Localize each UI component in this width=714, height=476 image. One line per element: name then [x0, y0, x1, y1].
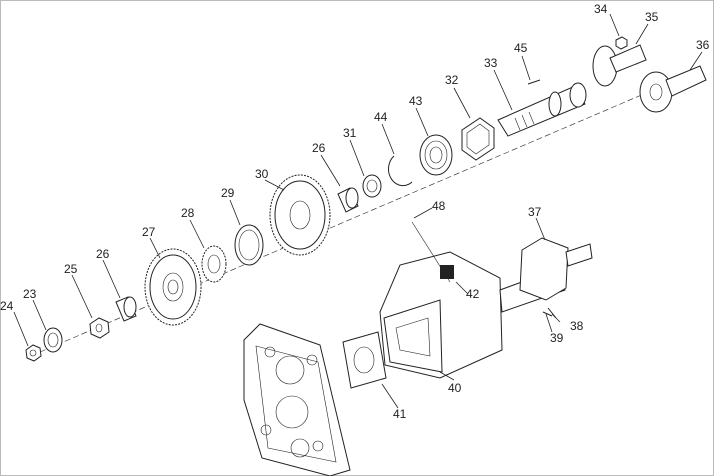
part-number-labels: 24 23 25 26 27 28 29 30 26 31 44 43 32 3…: [0, 2, 710, 421]
part-23-bearing: [43, 327, 63, 353]
label-38: 38: [570, 319, 584, 333]
part-37-cover: [519, 237, 593, 301]
label-26-lower: 26: [96, 247, 110, 261]
label-29: 29: [221, 186, 235, 200]
label-45: 45: [514, 41, 528, 55]
base-plate: [243, 323, 351, 476]
part-45-bolt: [527, 79, 541, 85]
part-33-shaft: [497, 82, 587, 137]
label-28: 28: [181, 206, 195, 220]
label-36: 36: [696, 38, 710, 52]
label-40: 40: [448, 381, 462, 395]
label-24: 24: [0, 299, 14, 313]
label-32: 32: [445, 73, 459, 87]
logo-plate: [440, 265, 454, 279]
label-39: 39: [550, 331, 564, 345]
label-35: 35: [645, 10, 659, 24]
label-27: 27: [142, 225, 156, 239]
part-26-bushing-upper: [337, 187, 359, 213]
part-35-flange: [592, 44, 647, 87]
part-24-nut: [25, 344, 42, 362]
part-43-bearing: [419, 134, 453, 176]
label-34: 34: [594, 2, 608, 16]
part-26-bushing-lower: [115, 296, 137, 322]
main-axis-line: [39, 69, 701, 353]
label-26-upper: 26: [312, 141, 326, 155]
part-32-hex-ring: [461, 117, 495, 161]
label-23: 23: [23, 287, 37, 301]
part-44-snap-ring: [388, 155, 413, 187]
part-30-large-gear: [269, 174, 331, 256]
label-37: 37: [528, 205, 542, 219]
part-36-flange-shaft: [639, 65, 707, 113]
part-31-bearing: [362, 174, 382, 198]
label-48: 48: [432, 199, 446, 213]
part-25-washer: [89, 317, 110, 339]
part-41-gasket: [342, 331, 387, 389]
part-28-small-gear: [201, 245, 227, 283]
label-44: 44: [374, 110, 388, 124]
label-41: 41: [393, 407, 407, 421]
part-29-ring: [234, 224, 264, 266]
label-31: 31: [343, 126, 357, 140]
leader-lines: [13, 13, 703, 409]
label-33: 33: [484, 56, 498, 70]
label-30: 30: [255, 167, 269, 181]
label-25: 25: [64, 262, 78, 276]
label-42: 42: [466, 287, 480, 301]
part-48-wire: [411, 221, 451, 283]
part-34-nut: [615, 36, 628, 50]
part-27-gear: [144, 248, 202, 326]
label-43: 43: [409, 94, 423, 108]
